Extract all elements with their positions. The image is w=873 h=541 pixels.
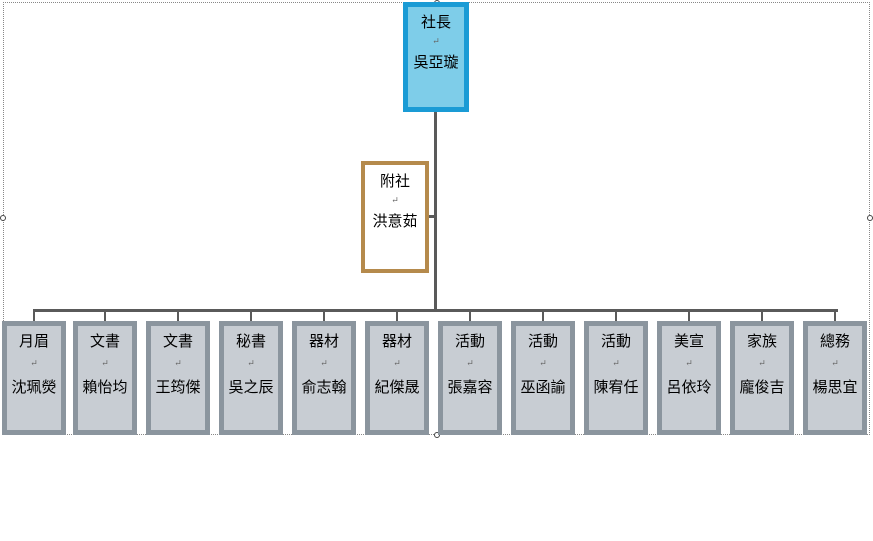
member-title: 活動: [454, 332, 485, 350]
resize-handle-bottom[interactable]: [434, 432, 440, 438]
return-mark: ↵: [393, 359, 401, 369]
return-mark: ↵: [539, 359, 547, 369]
member-box[interactable]: 器材 ↵ 紀傑晟: [365, 321, 429, 435]
member-box[interactable]: 秘書 ↵ 吳之辰: [219, 321, 283, 435]
member-name: 楊思宜: [812, 378, 858, 396]
return-mark: ↵: [320, 359, 328, 369]
member-name: 陳宥任: [593, 378, 639, 396]
member-title: 活動: [600, 332, 631, 350]
return-mark: ↵: [247, 359, 255, 369]
vice-president-box[interactable]: 附社 ↵ 洪意茹: [361, 161, 429, 273]
member-name: 呂依玲: [666, 378, 712, 396]
return-mark: ↵: [432, 37, 440, 47]
return-mark: ↵: [101, 359, 109, 369]
member-title: 月眉: [18, 332, 49, 350]
member-box[interactable]: 文書 ↵ 王筠傑: [146, 321, 210, 435]
member-name: 王筠傑: [155, 378, 201, 396]
vice-president-name: 洪意茹: [372, 212, 418, 230]
member-drop-connector: [396, 311, 398, 322]
member-box[interactable]: 家族 ↵ 龐俊吉: [730, 321, 794, 435]
member-title: 器材: [308, 332, 339, 350]
member-title: 文書: [89, 332, 120, 350]
member-box[interactable]: 月眉 ↵ 沈珮熒: [2, 321, 66, 435]
member-title: 秘書: [235, 332, 266, 350]
branch-bar: [33, 309, 838, 312]
member-title: 文書: [162, 332, 193, 350]
return-mark: ↵: [174, 359, 182, 369]
member-drop-connector: [323, 311, 325, 322]
member-drop-connector: [104, 311, 106, 322]
member-title: 總務: [819, 332, 850, 350]
vice-president-title: 附社: [379, 172, 410, 190]
member-name: 俞志翰: [301, 378, 347, 396]
member-drop-connector: [542, 311, 544, 322]
return-mark: ↵: [30, 359, 38, 369]
resize-handle-left[interactable]: [0, 215, 6, 221]
resize-handle-right[interactable]: [867, 215, 873, 221]
member-name: 張嘉容: [447, 378, 493, 396]
member-box[interactable]: 文書 ↵ 賴怡均: [73, 321, 137, 435]
member-title: 家族: [746, 332, 777, 350]
return-mark: ↵: [758, 359, 766, 369]
member-drop-connector: [250, 311, 252, 322]
return-mark: ↵: [685, 359, 693, 369]
return-mark: ↵: [831, 359, 839, 369]
member-box[interactable]: 器材 ↵ 俞志翰: [292, 321, 356, 435]
president-title: 社長: [420, 13, 451, 31]
return-mark: ↵: [391, 196, 399, 206]
deputy-connector: [429, 215, 435, 218]
president-name: 吳亞璇: [413, 53, 459, 71]
president-box[interactable]: 社長 ↵ 吳亞璇: [403, 2, 469, 112]
member-drop-connector: [688, 311, 690, 322]
member-drop-connector: [834, 311, 836, 322]
member-box[interactable]: 活動 ↵ 張嘉容: [438, 321, 502, 435]
member-title: 美宣: [673, 332, 704, 350]
member-drop-connector: [33, 311, 35, 322]
return-mark: ↵: [466, 359, 474, 369]
member-box[interactable]: 活動 ↵ 巫函諭: [511, 321, 575, 435]
member-box[interactable]: 總務 ↵ 楊思宜: [803, 321, 867, 435]
member-title: 器材: [381, 332, 412, 350]
member-name: 賴怡均: [82, 378, 128, 396]
trunk-connector: [434, 112, 437, 310]
member-box[interactable]: 美宣 ↵ 呂依玲: [657, 321, 721, 435]
member-name: 巫函諭: [520, 378, 566, 396]
member-drop-connector: [761, 311, 763, 322]
member-drop-connector: [177, 311, 179, 322]
member-name: 紀傑晟: [374, 378, 420, 396]
member-name: 沈珮熒: [11, 378, 57, 396]
member-drop-connector: [469, 311, 471, 322]
member-name: 吳之辰: [228, 378, 274, 396]
member-drop-connector: [615, 311, 617, 322]
member-name: 龐俊吉: [739, 378, 785, 396]
member-title: 活動: [527, 332, 558, 350]
return-mark: ↵: [612, 359, 620, 369]
member-box[interactable]: 活動 ↵ 陳宥任: [584, 321, 648, 435]
